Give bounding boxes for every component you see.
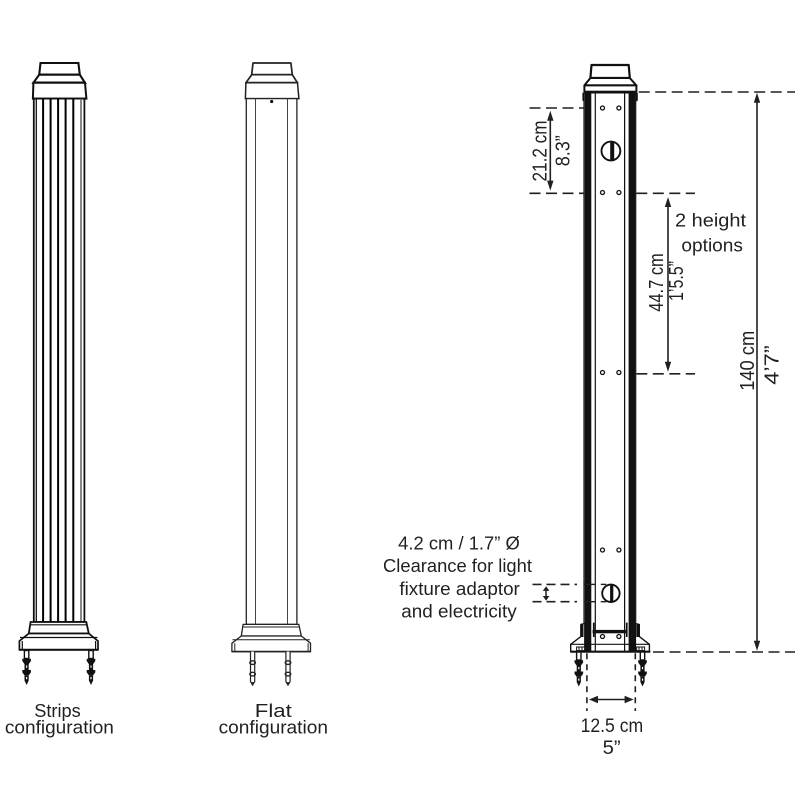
svg-text:and electricity: and electricity <box>401 602 516 622</box>
svg-text:Strips: Strips <box>34 700 81 721</box>
svg-text:Flat: Flat <box>255 700 292 721</box>
svg-text:12.5 cm: 12.5 cm <box>581 716 644 737</box>
svg-text:configuration: configuration <box>5 717 114 738</box>
svg-text:4.2 cm / 1.7” Ø: 4.2 cm / 1.7” Ø <box>398 533 520 553</box>
svg-text:21.2 cm: 21.2 cm <box>530 121 552 182</box>
svg-text:140 cm: 140 cm <box>737 331 759 391</box>
svg-text:1’5.5”: 1’5.5” <box>666 261 688 301</box>
svg-text:8.3”: 8.3” <box>553 135 575 166</box>
svg-text:options: options <box>681 235 743 256</box>
svg-text:Clearance for light: Clearance for light <box>383 556 532 576</box>
svg-text:configuration: configuration <box>219 717 328 738</box>
svg-text:5”: 5” <box>603 738 621 759</box>
svg-text:fixture adaptor: fixture adaptor <box>399 579 520 599</box>
svg-text:2 height: 2 height <box>675 210 746 231</box>
svg-text:4’7”: 4’7” <box>762 345 784 385</box>
svg-text:44.7 cm: 44.7 cm <box>646 253 668 312</box>
